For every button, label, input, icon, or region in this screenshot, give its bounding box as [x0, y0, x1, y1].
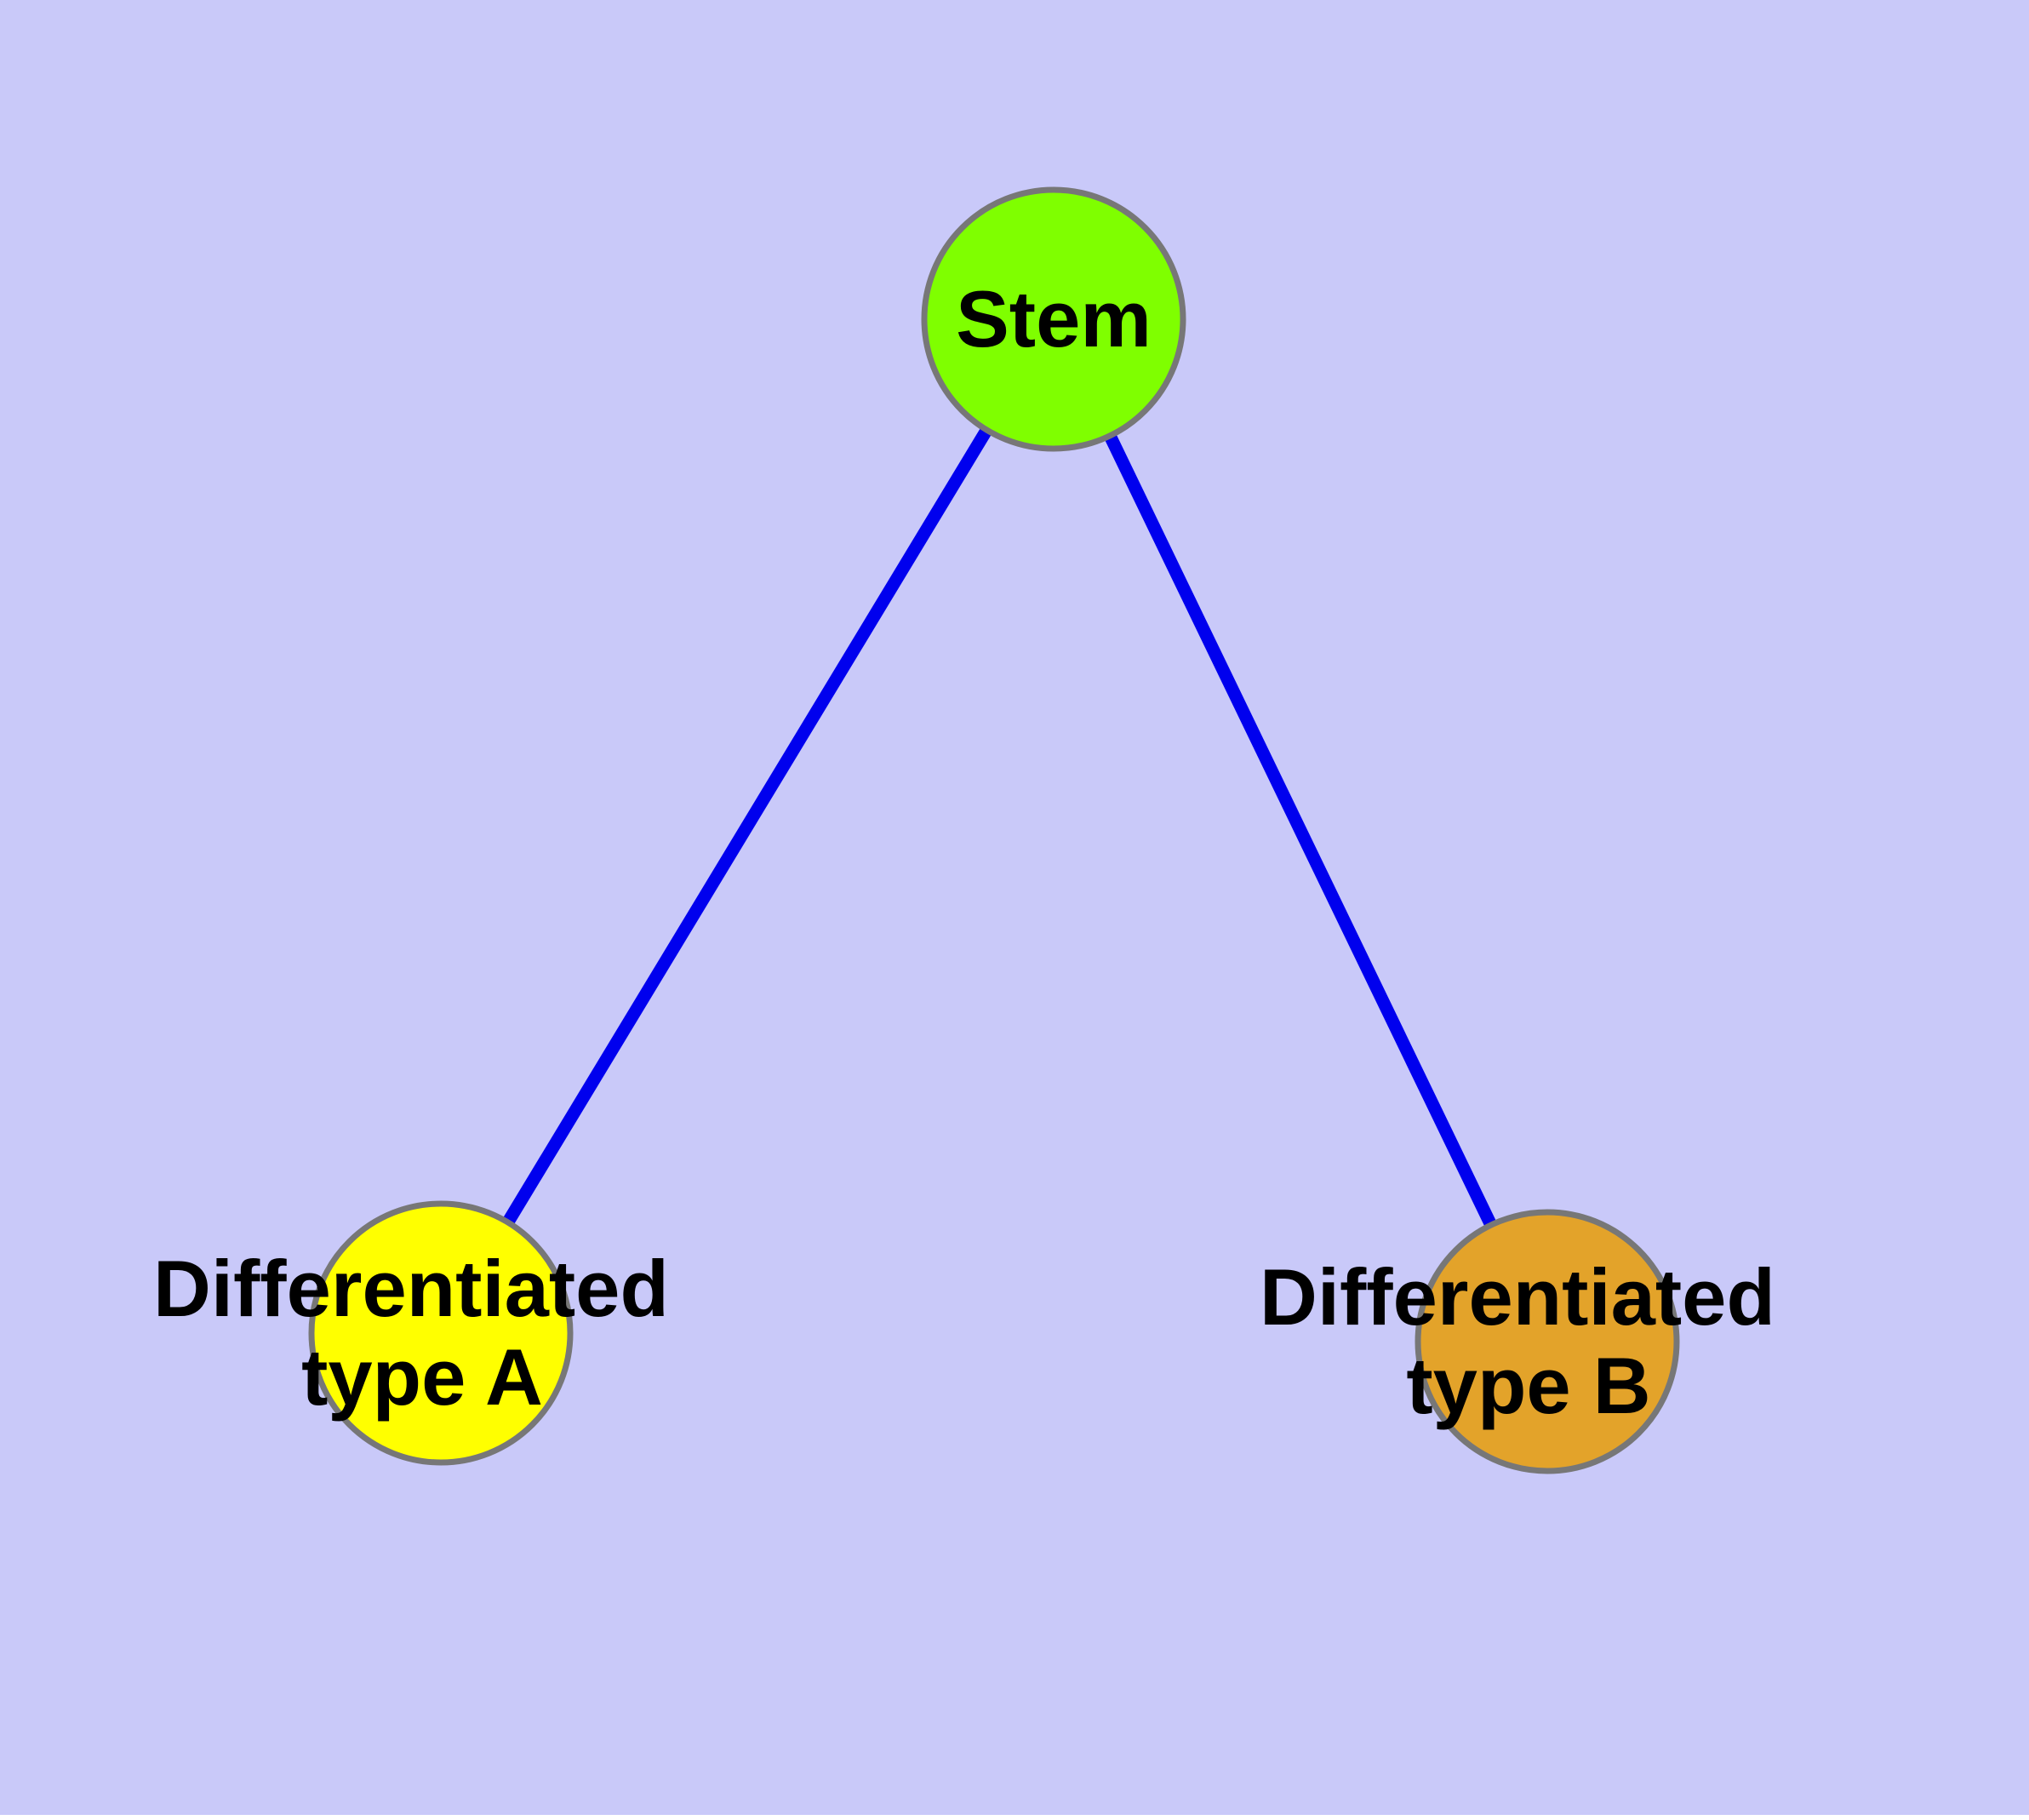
node-stem[interactable]: Stem: [921, 186, 1186, 452]
node-differentiated-type-a-label-line-2: type A: [301, 1332, 543, 1422]
node-differentiated-type-b-label-line-2: type B: [1406, 1341, 1650, 1430]
edge-stem-to-differentiated-type-b[interactable]: [1048, 316, 1553, 1345]
node-stem-circle[interactable]: [921, 186, 1186, 452]
node-stem-label-line-1: Stem: [956, 274, 1152, 363]
node-differentiated-type-a-circle[interactable]: [308, 1200, 574, 1466]
edge-stem-to-differentiated-type-a[interactable]: [435, 316, 1060, 1336]
node-differentiated-type-a-label-line-1: Differentiated: [153, 1244, 669, 1333]
node-differentiated-type-b[interactable]: Differentiated type B: [1260, 1209, 1798, 1474]
node-differentiated-type-a-label: Differentiated type A: [153, 1244, 691, 1422]
node-stem-label: Stem: [956, 274, 1152, 363]
node-differentiated-type-b-circle[interactable]: [1415, 1209, 1680, 1474]
node-differentiated-type-b-label-line-1: Differentiated: [1260, 1252, 1775, 1342]
node-differentiated-type-b-label: Differentiated type B: [1260, 1252, 1798, 1430]
node-layer: Stem Differentiated type A Differentiate…: [153, 186, 1798, 1474]
edge-layer: [435, 316, 1553, 1345]
node-differentiated-type-a[interactable]: Differentiated type A: [153, 1200, 691, 1466]
